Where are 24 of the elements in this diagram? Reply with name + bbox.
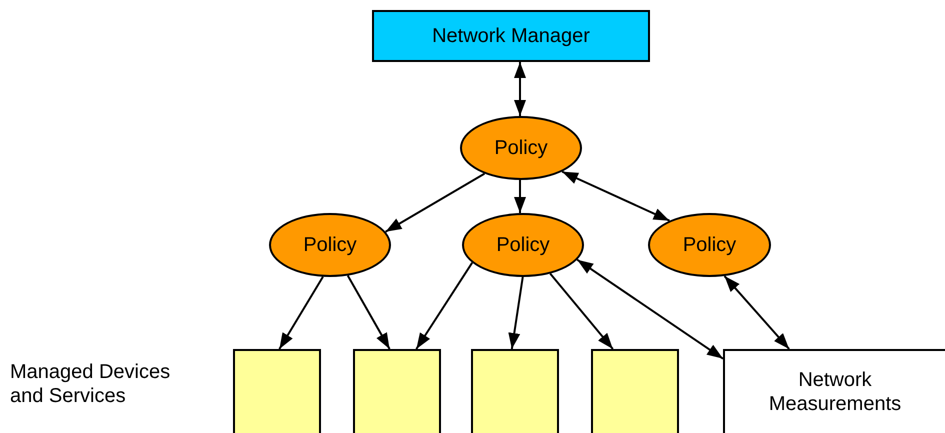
device-box [471, 349, 559, 433]
device-box [353, 349, 441, 433]
arrow [549, 273, 614, 350]
node-label: Policy [496, 233, 550, 257]
arrow [576, 258, 724, 360]
arrow [278, 276, 324, 350]
measurements-box [723, 349, 945, 433]
manager-box [372, 10, 650, 62]
device-box [591, 349, 679, 433]
arrow [508, 276, 524, 350]
arrow [514, 62, 526, 116]
node-label: Policy [494, 136, 548, 160]
arrow [514, 180, 526, 214]
node-label: Policy [303, 233, 357, 257]
row-label: Managed Devices and Services [10, 360, 172, 408]
arrow [562, 170, 670, 222]
node-label: Network Measurements [768, 368, 902, 416]
device-box [233, 349, 321, 433]
arrow [346, 275, 390, 350]
node-label: Policy [682, 233, 736, 257]
arrow [385, 172, 486, 233]
arrow [416, 262, 474, 350]
node-label: Network Manager [432, 24, 590, 48]
arrow [724, 275, 790, 350]
